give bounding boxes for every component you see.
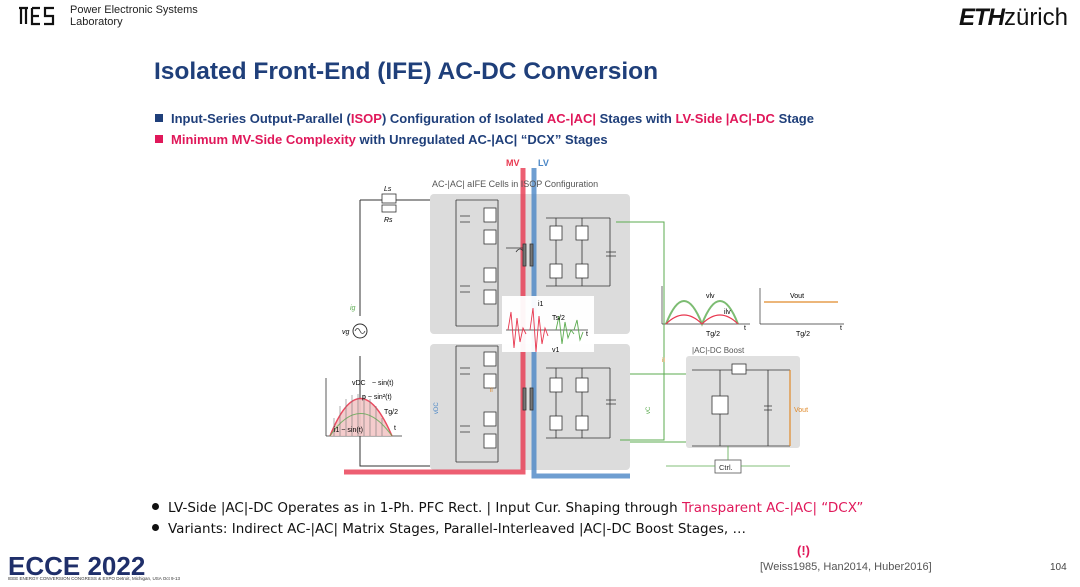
bullet-part: Input-Series Output-Parallel ( [171, 111, 351, 126]
vlv-label: vlv [706, 293, 715, 300]
ecce-logo-text: ECCE 2022 [8, 551, 145, 581]
dot-bullet-icon [152, 503, 159, 510]
bullet-part: ISOP [350, 111, 382, 126]
rs-label: Rs [384, 217, 393, 224]
bullet-part: Minimum MV-Side Complexity [171, 132, 356, 147]
vdc-sin-label: ~ sin(t) [372, 380, 394, 387]
ig-label: ig [350, 305, 356, 312]
inductor-ls [381, 193, 397, 204]
lv-bus [531, 168, 630, 479]
mv-bus [344, 168, 526, 475]
pes-logo [19, 6, 55, 26]
lv-output-wires [616, 221, 686, 443]
ts2-mid-label: Ts/2 [552, 315, 565, 322]
bullet-part: AC-|AC| [546, 111, 596, 126]
ctrl-label: Ctrl. [719, 463, 733, 472]
vout-plot-label: Vout [790, 293, 804, 300]
vout-label: Vout [794, 407, 808, 414]
bullet-part: Stage [774, 111, 814, 126]
bullet-part: LV-Side |AC|-DC [675, 111, 775, 126]
square-bullet-icon [155, 135, 163, 143]
top-bullet-2: Minimum MV-Side Complexity with Unregula… [155, 132, 608, 147]
boost-background [686, 356, 800, 448]
sine-icon [354, 328, 366, 334]
t-out-label: t [840, 325, 842, 332]
vc-side-label: vC [646, 406, 652, 414]
left-waveform-plot: vDC ~ sin(t) p ~ sin²(t) Tg/2 t i1 ~ sin… [325, 378, 402, 437]
cells-label: AC-|AC| aIFE Cells in ISOP Configuration [432, 179, 598, 189]
p-sin2-label: p ~ sin²(t) [362, 394, 392, 401]
bullet-part: Stages with [596, 111, 676, 126]
t-right-label: t [744, 325, 746, 332]
vg-label: vg [342, 329, 350, 336]
ctrl-wires [666, 446, 790, 467]
right-waveform-plot: vlv ilv Tg/2 t [661, 286, 750, 338]
lab-name-line1: Power Electronic Systems [70, 4, 198, 16]
mv-switches-top [455, 199, 499, 327]
resistor-rs [381, 204, 397, 213]
transformer-bottom [522, 387, 534, 411]
tg2-out-label: Tg/2 [796, 331, 810, 338]
bullet-part: with Unregulated AC-|AC| “DCX” Stages [355, 132, 608, 147]
i1-mid-label: i1 [538, 301, 544, 308]
lab-name-line2: Laboratory [70, 16, 123, 28]
t-mid-label: t [586, 331, 588, 338]
output-waveform-plot: Vout Tg/2 t [759, 288, 844, 338]
lv-label: LV [538, 158, 549, 168]
dot-bullet-icon [152, 524, 159, 531]
vdc-side-label: vDC [434, 402, 440, 414]
middle-waveform-plot: i1 Ts/2 v1 t [502, 296, 594, 354]
t-left-label: t [394, 425, 396, 432]
tg2-right-label: Tg/2 [706, 331, 720, 338]
references: [Weiss1985, Han2014, Huber2016] [760, 561, 932, 573]
square-bullet-icon [155, 114, 163, 122]
bullet-part: Transparent AC-|AC| “DCX” [681, 500, 864, 516]
top-bullet-1: Input-Series Output-Parallel (ISOP) Conf… [155, 111, 814, 126]
ilv-label: ilv [724, 309, 731, 316]
eth-logo-bold: ETH [958, 4, 1005, 31]
page-number: 104 [1050, 562, 1067, 573]
bottom-bullet-1: LV-Side |AC|-DC Operates as in 1-Ph. PFC… [152, 500, 863, 516]
il-right-label: il [662, 357, 665, 364]
bullet-part: LV-Side |AC|-DC Operates as in 1-Ph. PFC… [168, 500, 682, 516]
bullet-part: Variants: Indirect AC-|AC| Matrix Stages… [168, 521, 746, 537]
bottom-bullet-2: Variants: Indirect AC-|AC| Matrix Stages… [152, 521, 746, 537]
tg2-left-label: Tg/2 [384, 409, 398, 416]
bullet-part: ) Configuration of Isolated [381, 111, 547, 126]
ecce-logo: ECCE 2022 [8, 551, 145, 581]
eth-logo-light: zürich [1003, 4, 1068, 31]
lv-bridge-top [546, 217, 616, 287]
ecce-subtitle: IEEE ENERGY CONVERSION CONGRESS & EXPO D… [8, 576, 180, 581]
lab-name: Power Electronic Systems Laboratory [70, 4, 198, 28]
isop-circuit-diagram: MV LV AC-|AC| aIFE Cells in ISOP Configu… [325, 158, 844, 479]
boost-circuit [692, 363, 790, 447]
i1-sin-label: i1 ~ sin(t) [334, 427, 363, 434]
transformer-top [506, 243, 534, 267]
v1-mid-label: v1 [552, 347, 560, 354]
mv-label: MV [506, 158, 520, 168]
il-label: il [490, 388, 493, 394]
slide-title: Isolated Front-End (IFE) AC-DC Conversio… [154, 58, 659, 85]
eth-logo: ETHzürich [959, 4, 1068, 32]
exclamation-mark: (!) [797, 543, 810, 558]
boost-label: |AC|-DC Boost [692, 346, 745, 355]
vdc-label: vDC [352, 380, 366, 387]
mv-switches-bottom [455, 345, 499, 463]
ls-label: Ls [384, 186, 392, 193]
lv-bridge-bottom [546, 367, 616, 439]
